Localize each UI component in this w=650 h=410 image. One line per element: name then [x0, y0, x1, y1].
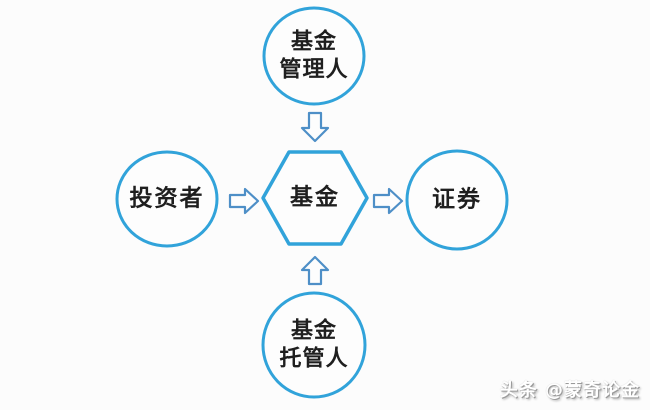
node-label-fund-custodian: 基金 托管人 [279, 317, 349, 372]
arrow-down-icon [300, 111, 330, 143]
node-circle-fund-custodian [261, 291, 367, 399]
node-label-securities: 证券 [432, 185, 482, 213]
node-circle-fund-manager [262, 6, 366, 106]
arrow-right-investors-icon [228, 187, 260, 215]
node-hexagon-fund [261, 150, 369, 246]
node-circle-investors [115, 150, 219, 248]
node-label-fund-manager: 基金 管理人 [279, 28, 349, 83]
node-circle-securities [405, 149, 509, 251]
arrow-right-securities-icon [372, 187, 404, 215]
watermark-text: 头条 @蒙奇论金 [499, 380, 640, 401]
node-label-investors: 投资者 [129, 184, 205, 212]
arrow-up-icon [300, 255, 330, 286]
node-label-fund: 基金 [290, 183, 340, 211]
